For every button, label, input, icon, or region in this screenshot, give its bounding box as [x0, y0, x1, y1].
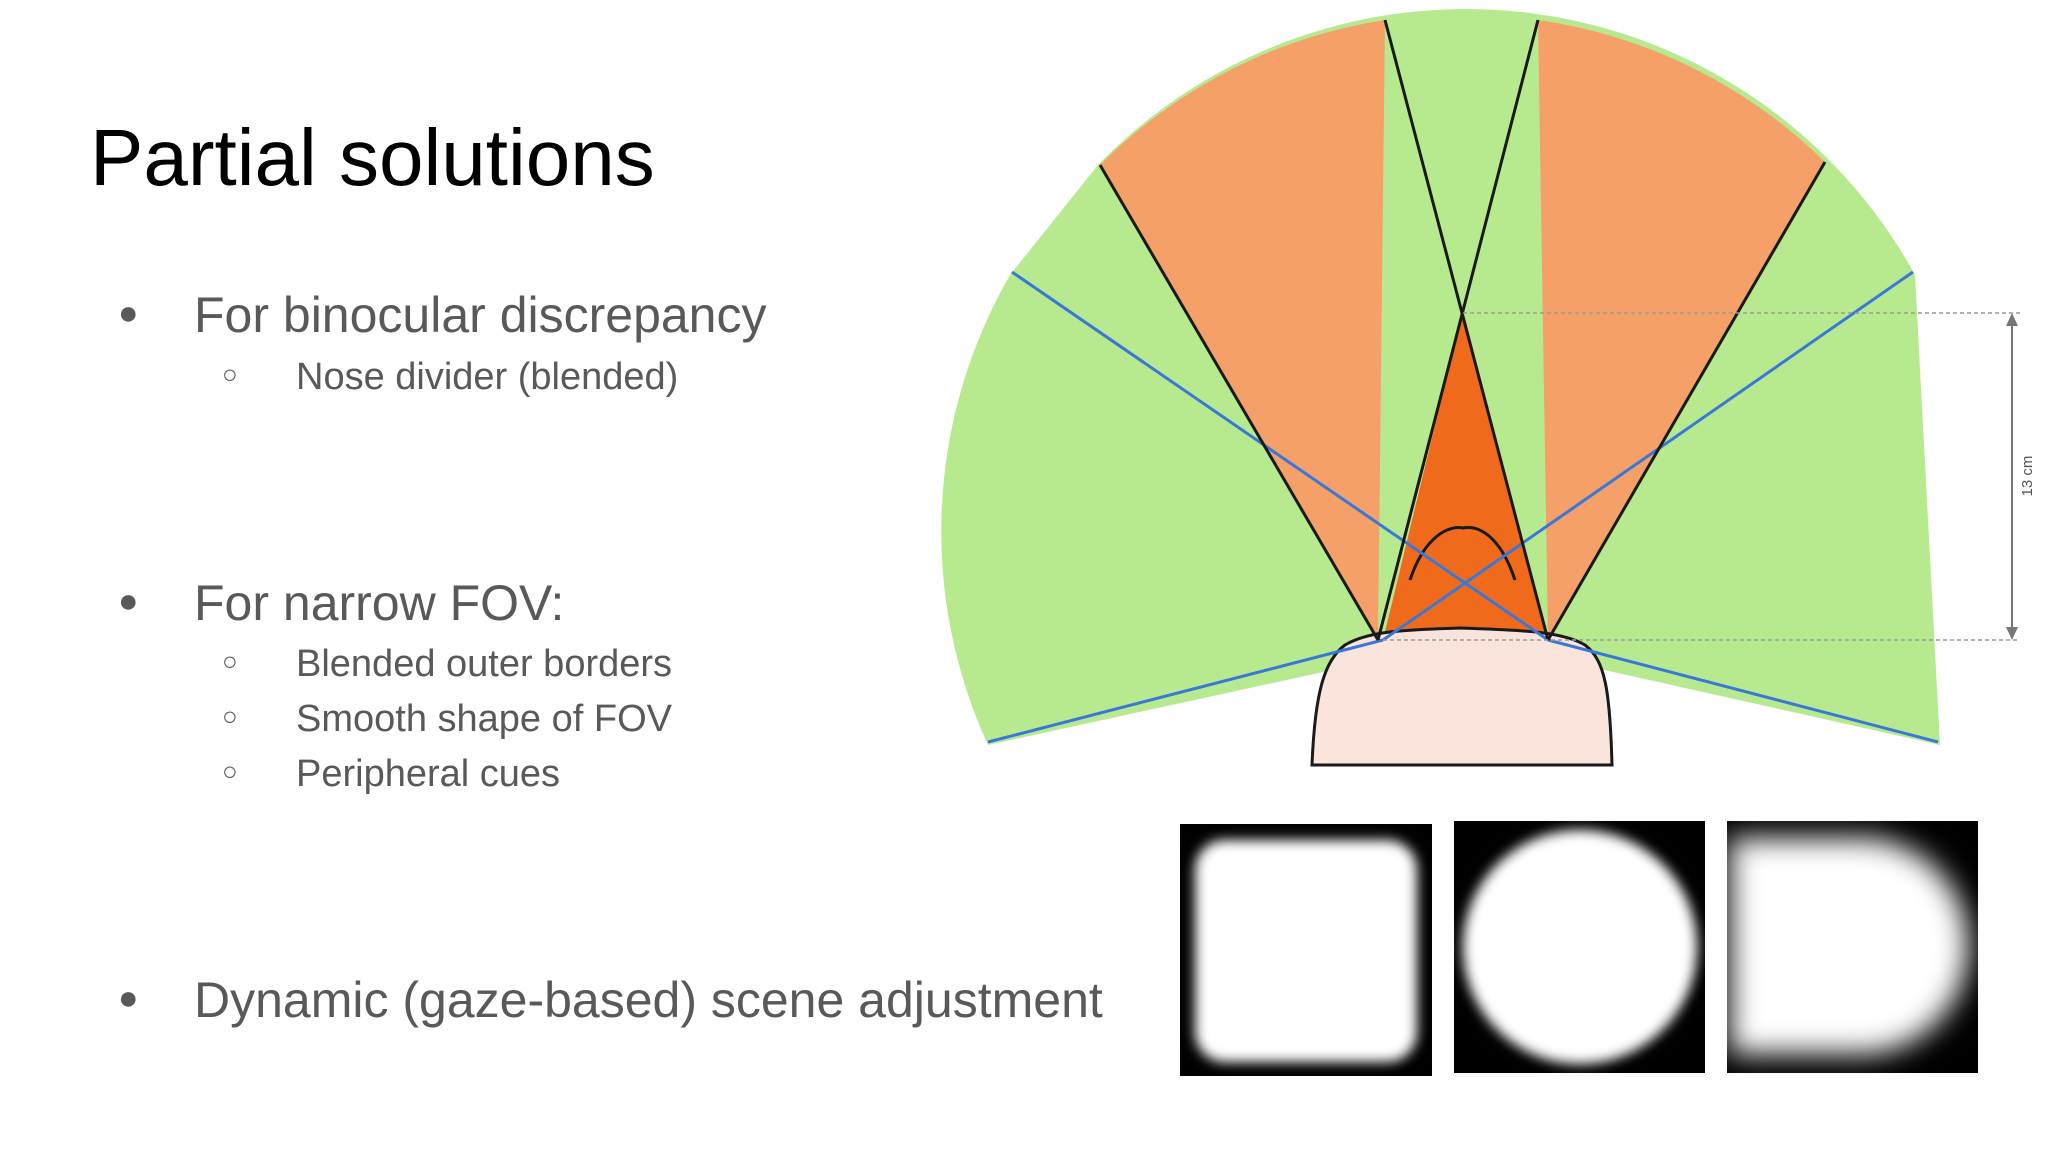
subbullet-text: Smooth shape of FOV [296, 698, 672, 740]
bullet-marker: ● [118, 582, 139, 620]
bullet-marker: ● [118, 979, 139, 1017]
slide-title: Partial solutions [90, 113, 655, 202]
subbullet-marker: ○ [222, 359, 238, 389]
bullet-text: Dynamic (gaze-based) scene adjustment [194, 972, 1103, 1028]
fov-line-black [1546, 161, 1827, 641]
mask-rounded-square [1180, 824, 1432, 1076]
fov-line-blue [1547, 638, 1939, 744]
fov-line-black [1098, 164, 1380, 641]
bullet-text: For binocular discrepancy [194, 287, 767, 343]
bullet-dynamic-adjustment: ● Dynamic (gaze-based) scene adjustment [118, 975, 1103, 1025]
subbullet-blended-borders: ○ Blended outer borders [222, 645, 672, 683]
fov-line-black [1376, 19, 1540, 641]
fov-line-black [1383, 19, 1550, 641]
subbullet-nose-divider: ○ Nose divider (blended) [222, 358, 678, 396]
head-top-view [1310, 626, 1614, 767]
measure-arrowhead-top [2006, 313, 2018, 326]
right-eye-field-region [1538, 20, 1825, 640]
fov-line-blue [1382, 270, 1914, 642]
nose-outline [1408, 526, 1517, 581]
bullet-marker: ● [118, 294, 139, 332]
fov-line-blue [1011, 270, 1549, 642]
bullet-text: For narrow FOV: [194, 575, 565, 631]
left-eye-field-region [1100, 20, 1385, 640]
subbullet-text: Blended outer borders [296, 643, 673, 685]
bullet-binocular: ● For binocular discrepancy [118, 290, 767, 340]
subbullet-marker: ○ [222, 646, 238, 676]
bullet-narrow-fov: ● For narrow FOV: [118, 578, 564, 628]
mask-circle [1454, 821, 1705, 1073]
mask-rounded-side [1727, 821, 1978, 1073]
subbullet-marker: ○ [222, 756, 238, 786]
measure-label: 13 cm [2019, 456, 2036, 497]
subbullet-marker: ○ [222, 701, 238, 731]
measure-arrowhead-bottom [2006, 627, 2018, 640]
subbullet-peripheral-cues: ○ Peripheral cues [222, 755, 560, 793]
subbullet-text: Nose divider (blended) [296, 356, 679, 398]
subbullet-text: Peripheral cues [296, 753, 561, 795]
fov-line-blue [987, 638, 1384, 744]
subbullet-smooth-shape: ○ Smooth shape of FOV [222, 700, 672, 738]
